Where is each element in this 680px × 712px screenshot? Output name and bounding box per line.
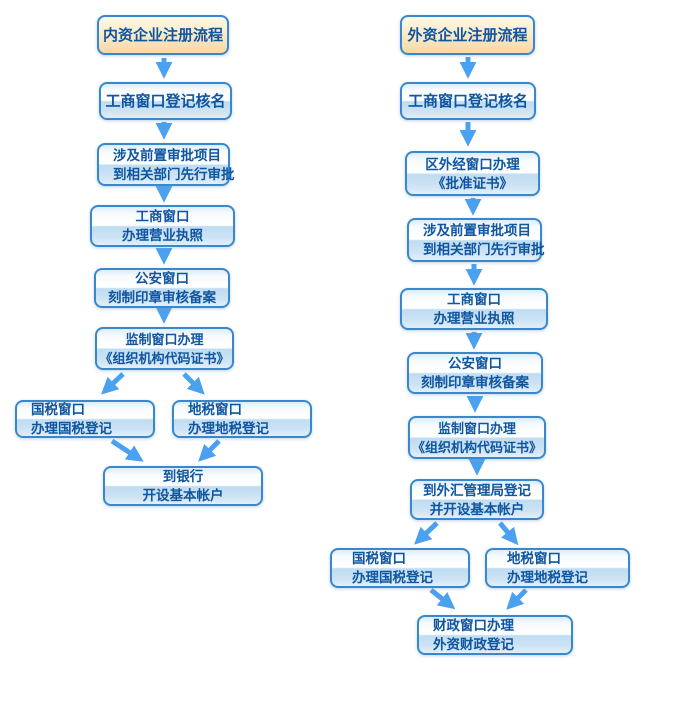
foreign-step-local-tax: 地税窗口 办理地税登记 bbox=[485, 548, 630, 588]
step-line: 办理地税登记 bbox=[507, 570, 588, 585]
domestic-step-name-check: 工商窗口登记核名 bbox=[99, 82, 232, 120]
domestic-step-local-tax: 地税窗口 办理地税登记 bbox=[172, 400, 312, 438]
foreign-step-finance-register: 财政窗口办理 外资财政登记 bbox=[417, 615, 573, 655]
arrow-foreign-split-right bbox=[498, 521, 519, 546]
step-line: 《组织机构代码证书》 bbox=[411, 439, 542, 455]
step-line: 并开设基本帐户 bbox=[429, 501, 525, 517]
foreign-title-label: 外资企业注册流程 bbox=[407, 26, 528, 44]
arrow-domestic-split-left bbox=[101, 372, 125, 395]
domestic-step-national-tax: 国税窗口 办理国税登记 bbox=[15, 400, 155, 438]
arrow-domestic-merge-right bbox=[198, 439, 221, 462]
foreign-step-approval-cert: 区外经窗口办理 《批准证书》 bbox=[405, 151, 540, 196]
foreign-title-box: 外资企业注册流程 bbox=[400, 15, 535, 55]
step-line: 财政窗口办理 bbox=[433, 618, 514, 633]
step-line: 区外经窗口办理 bbox=[425, 156, 520, 172]
step-line: 刻制印章审核备案 bbox=[421, 375, 529, 390]
step-line: 涉及前置审批项目 bbox=[113, 147, 221, 163]
domestic-step-org-code-cert: 监制窗口办理 《组织机构代码证书》 bbox=[95, 327, 234, 370]
step-line: 国税窗口 bbox=[352, 551, 406, 566]
domestic-title-box: 内资企业注册流程 bbox=[97, 15, 229, 55]
step-line: 公安窗口 bbox=[448, 356, 502, 371]
step-line: 办理地税登记 bbox=[188, 421, 269, 436]
step-line: 到相关部门先行审批 bbox=[423, 242, 545, 257]
domestic-step-seal-record: 公安窗口 刻制印章审核备案 bbox=[94, 268, 230, 308]
step-line: 监制窗口办理 bbox=[125, 331, 204, 347]
foreign-step-pre-approval: 涉及前置审批项目 到相关部门先行审批 bbox=[407, 218, 545, 262]
step-line: 《组织机构代码证书》 bbox=[99, 350, 230, 366]
arrow-foreign-merge-left bbox=[429, 588, 456, 610]
foreign-step-business-license: 工商窗口 办理营业执照 bbox=[400, 288, 548, 330]
foreign-step-forex-register: 到外汇管理局登记 并开设基本帐户 bbox=[410, 479, 544, 520]
domestic-step-bank-account: 到银行 开设基本帐户 bbox=[103, 466, 263, 506]
step-line: 到银行 bbox=[162, 469, 204, 484]
step-line: 地税窗口 bbox=[188, 402, 242, 417]
step-line: 办理营业执照 bbox=[122, 228, 203, 243]
step-line: 国税窗口 bbox=[31, 402, 85, 417]
step-line: 《批准证书》 bbox=[432, 175, 513, 191]
step-line: 办理国税登记 bbox=[31, 421, 112, 436]
arrow-foreign-split-left bbox=[414, 521, 439, 545]
step-line: 开设基本帐户 bbox=[142, 488, 224, 503]
step-line: 工商窗口 bbox=[447, 292, 501, 307]
domestic-title-label: 内资企业注册流程 bbox=[102, 26, 223, 44]
step-line: 办理营业执照 bbox=[433, 311, 515, 326]
step-line: 地税窗口 bbox=[507, 551, 561, 566]
step-line: 外资财政登记 bbox=[433, 637, 514, 652]
arrow-domestic-split-right bbox=[182, 372, 205, 395]
domestic-step-business-license: 工商窗口 办理营业执照 bbox=[90, 205, 235, 247]
step-line: 工商窗口登记核名 bbox=[407, 92, 528, 110]
step-line: 监制窗口办理 bbox=[437, 420, 516, 436]
arrow-domestic-merge-left bbox=[110, 438, 144, 462]
step-line: 到相关部门先行审批 bbox=[113, 166, 235, 182]
step-line: 刻制印章审核备案 bbox=[108, 290, 216, 305]
step-line: 公安窗口 bbox=[135, 271, 189, 286]
foreign-step-org-code-cert: 监制窗口办理 《组织机构代码证书》 bbox=[408, 416, 546, 459]
step-line: 工商窗口登记核名 bbox=[105, 92, 226, 110]
step-line: 到外汇管理局登记 bbox=[423, 482, 531, 498]
arrow-foreign-merge-right bbox=[506, 588, 528, 610]
foreign-step-seal-record: 公安窗口 刻制印章审核备案 bbox=[407, 352, 543, 394]
step-line: 工商窗口 bbox=[135, 209, 190, 224]
foreign-step-national-tax: 国税窗口 办理国税登记 bbox=[330, 548, 470, 588]
domestic-step-pre-approval: 涉及前置审批项目 到相关部门先行审批 bbox=[97, 143, 235, 186]
foreign-step-name-check: 工商窗口登记核名 bbox=[400, 82, 536, 120]
step-line: 涉及前置审批项目 bbox=[423, 223, 531, 238]
step-line: 办理国税登记 bbox=[352, 570, 433, 585]
